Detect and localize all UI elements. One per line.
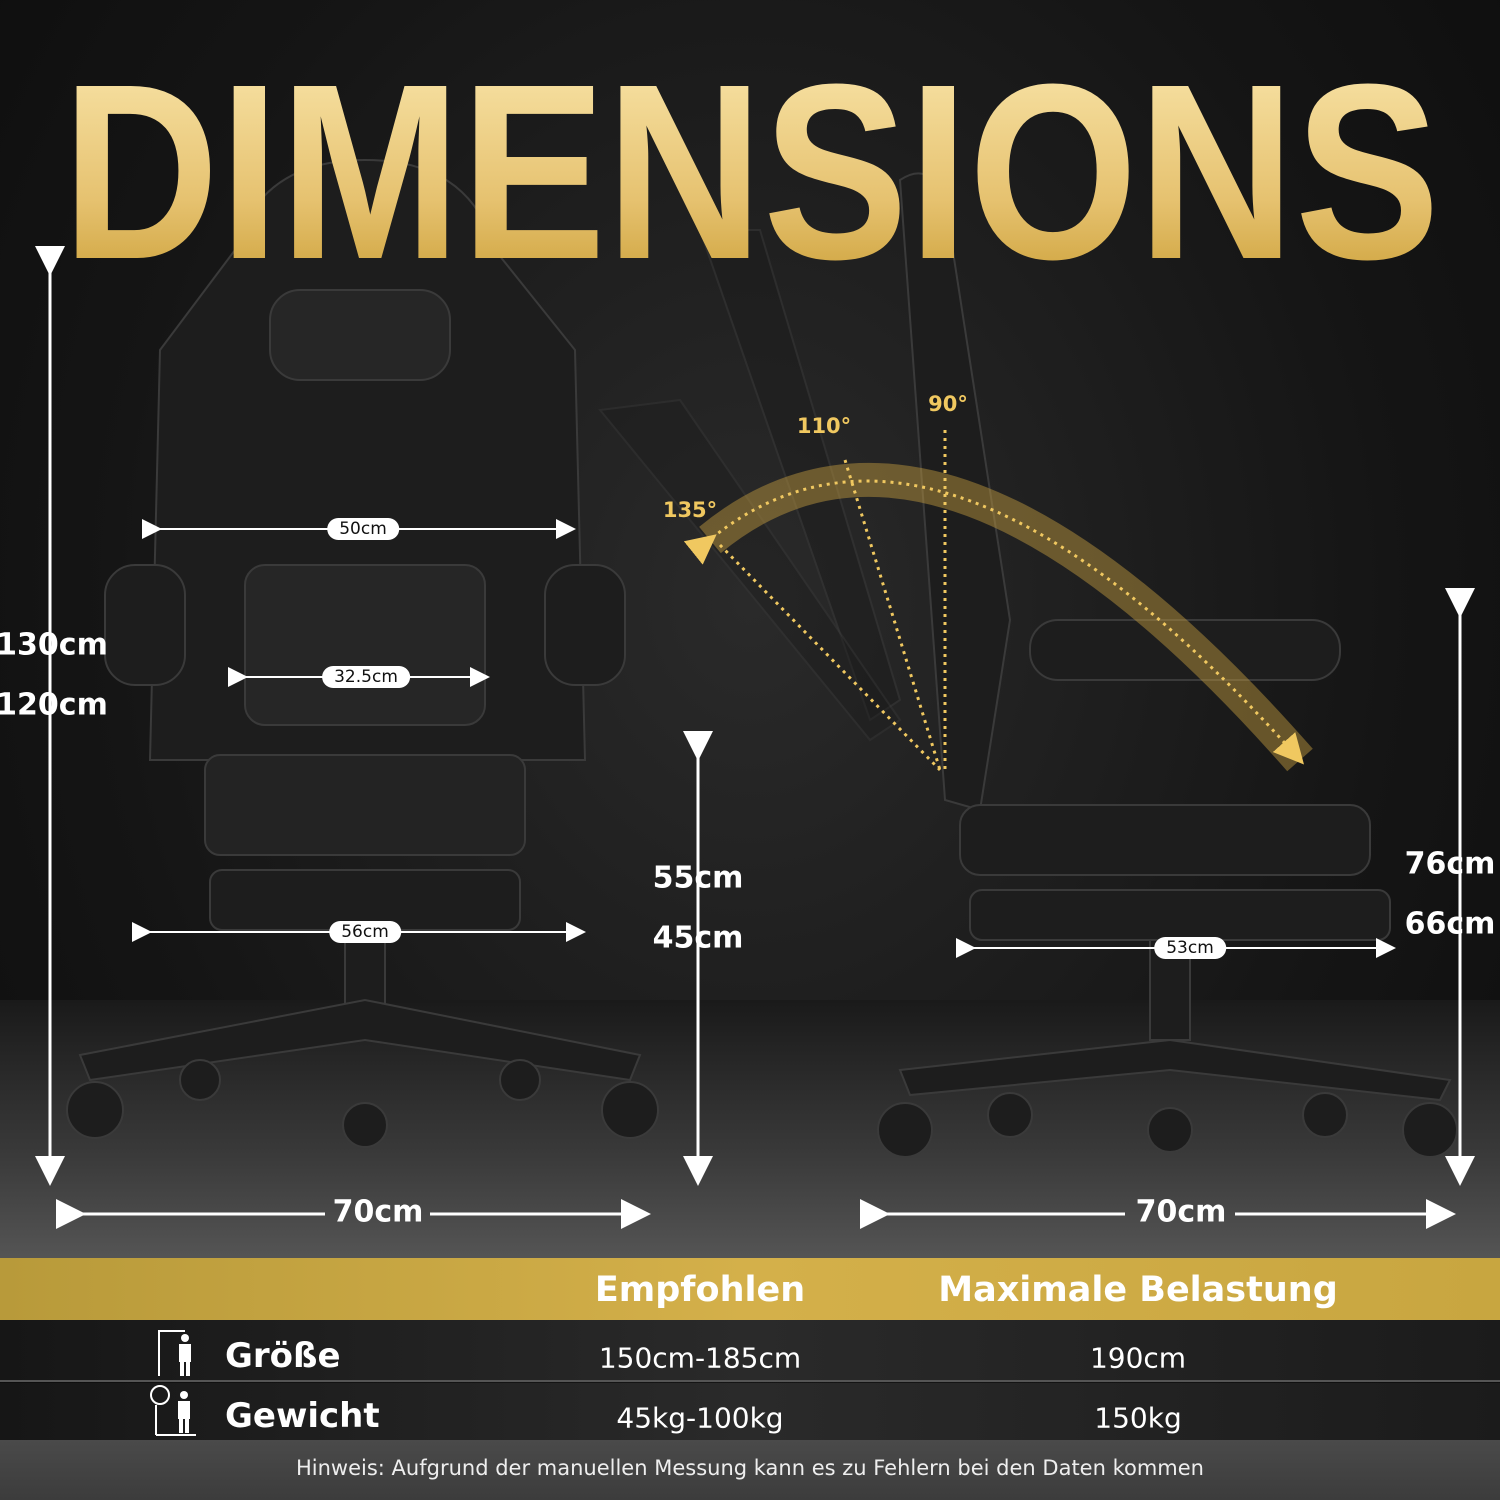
height-recommended-value: 150cm-185cm [598,1341,802,1375]
height-person-icon [158,1330,191,1376]
armrest-height-min-label: 66cm [1404,906,1496,942]
seat-height-max-label: 55cm [652,860,744,896]
recline-arc-dotted [683,479,1304,765]
table-row [0,1383,1500,1440]
title-and-chairs: DIMENSIONS [35,32,1475,1229]
height-max-label: 130cm [0,627,108,663]
weight-person-icon [150,1385,196,1436]
angle-90-label: 90° [928,392,968,416]
front-chair-image [66,158,659,1148]
height-max-value: 190cm [1089,1341,1187,1375]
table-header-band [0,1258,1500,1320]
weight-max-value: 150kg [1094,1401,1182,1435]
angle-110-label: 110° [796,414,852,438]
row-label-height: Größe [225,1336,341,1376]
lumbar-width-label: 32.5cm [322,666,410,688]
angle-guide-lines [718,430,947,772]
side-base-width-label: 70cm [1135,1194,1227,1230]
backrest-width-label: 50cm [327,518,399,540]
measurement-note: Hinweis: Aufgrund der manuellen Messung … [0,1440,1500,1500]
seat-width-label: 56cm [329,921,401,943]
row-label-weight: Gewicht [225,1396,380,1436]
angle-135-label: 135° [662,498,718,522]
page-title: DIMENSIONS [62,32,1440,311]
height-min-label: 120cm [0,687,108,723]
front-base-width-label: 70cm [332,1194,424,1230]
header-recommended: Empfohlen [594,1270,806,1310]
armrest-height-max-label: 76cm [1404,846,1496,882]
weight-recommended-value: 45kg-100kg [616,1401,784,1435]
header-max-load: Maximale Belastung [938,1270,1338,1310]
side-chair-image [598,172,1458,1158]
seat-depth-label: 53cm [1154,937,1226,959]
seat-height-min-label: 45cm [652,920,744,956]
table-row [0,1320,1500,1382]
